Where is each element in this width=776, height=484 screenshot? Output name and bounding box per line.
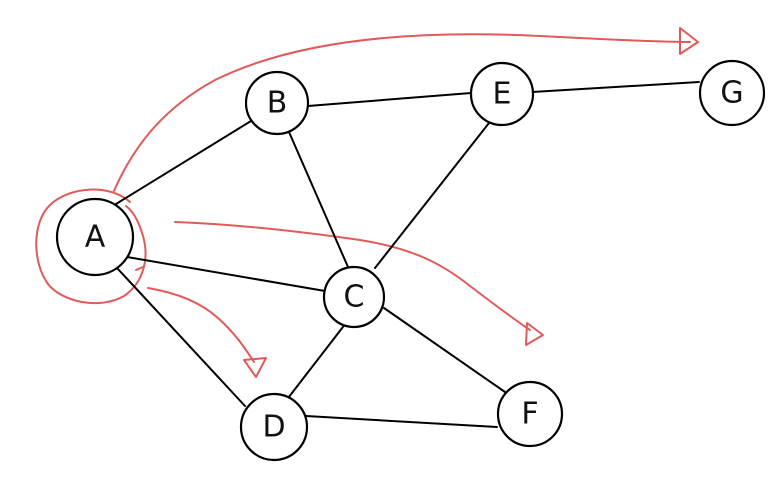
node-label-f: F xyxy=(521,397,538,432)
node-a[interactable]: A xyxy=(55,197,135,277)
node-f[interactable]: F xyxy=(496,380,564,448)
traversal-arrowhead-f xyxy=(525,322,544,346)
node-g[interactable]: G xyxy=(698,59,766,127)
node-label-a: A xyxy=(85,220,106,255)
node-e[interactable]: E xyxy=(469,61,535,127)
edge-a-b xyxy=(115,120,252,205)
edge-a-d xyxy=(116,267,246,407)
node-d[interactable]: D xyxy=(239,392,309,462)
node-label-d: D xyxy=(262,410,285,445)
node-c[interactable]: C xyxy=(322,265,386,329)
node-label-c: C xyxy=(344,280,365,315)
edge-a-c xyxy=(126,256,326,292)
node-label-b: B xyxy=(267,86,288,121)
traversal-arrow-to-g xyxy=(113,33,691,192)
node-label-g: G xyxy=(720,76,743,111)
edge-e-c xyxy=(374,122,490,269)
edge-c-d xyxy=(284,322,347,403)
traversal-arrow-to-d xyxy=(147,287,255,363)
edge-b-c xyxy=(288,131,349,268)
traversal-arrowhead-g xyxy=(679,27,699,55)
node-b[interactable]: B xyxy=(244,70,310,136)
annotation-layer xyxy=(35,27,699,378)
edge-d-f xyxy=(305,415,498,428)
edge-layer xyxy=(115,81,700,428)
edge-c-f xyxy=(383,307,506,393)
edge-b-e xyxy=(307,92,472,107)
start-node-highlight-tick xyxy=(135,266,144,271)
traversal-arrowhead-d xyxy=(243,357,267,378)
node-layer: A B C D E F G xyxy=(55,59,766,462)
node-label-e: E xyxy=(493,77,512,112)
traversal-arrow-to-f xyxy=(174,221,531,331)
edge-e-g xyxy=(531,81,700,93)
start-node-highlight xyxy=(35,188,147,305)
